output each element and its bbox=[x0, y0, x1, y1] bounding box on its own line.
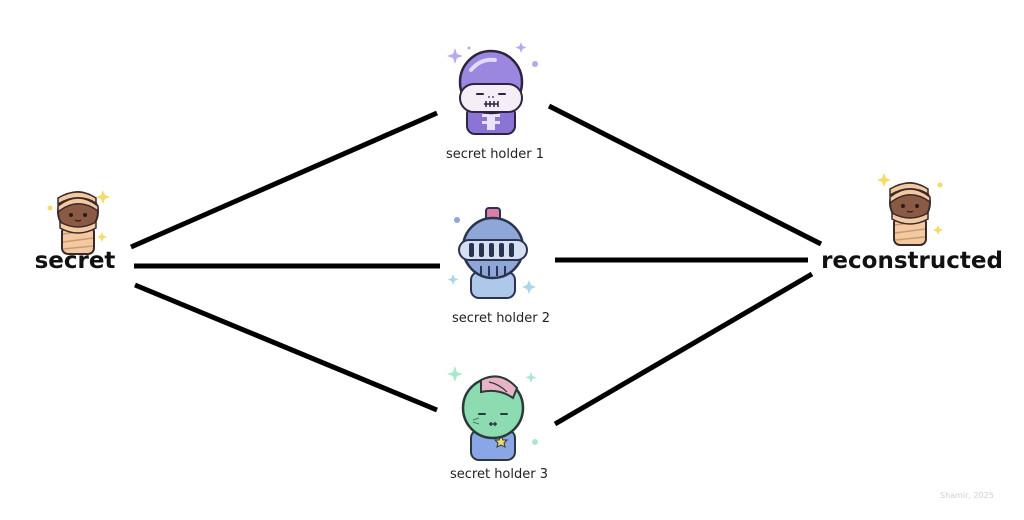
holder-3-label: secret holder 3 bbox=[450, 467, 548, 482]
skeleton-icon bbox=[447, 42, 538, 135]
reconstructed-label: reconstructed bbox=[821, 248, 1003, 274]
edge-holder-1-to-reconstructed bbox=[547, 103, 823, 247]
edges bbox=[129, 103, 823, 427]
edge-holder-3-to-reconstructed bbox=[553, 271, 814, 427]
mummy-icon bbox=[877, 173, 943, 246]
zombie-icon bbox=[447, 366, 538, 461]
holder-1-label: secret holder 1 bbox=[446, 147, 544, 162]
watermark: Shamir, 2025 bbox=[940, 491, 994, 500]
holder-2-label: secret holder 2 bbox=[452, 311, 550, 326]
edge-secret-to-holder-3 bbox=[134, 282, 438, 413]
mummy-icon bbox=[47, 190, 110, 255]
edge-secret-to-holder-1 bbox=[129, 110, 439, 250]
secret-label: secret bbox=[35, 248, 116, 274]
knight-icon bbox=[447, 207, 536, 299]
